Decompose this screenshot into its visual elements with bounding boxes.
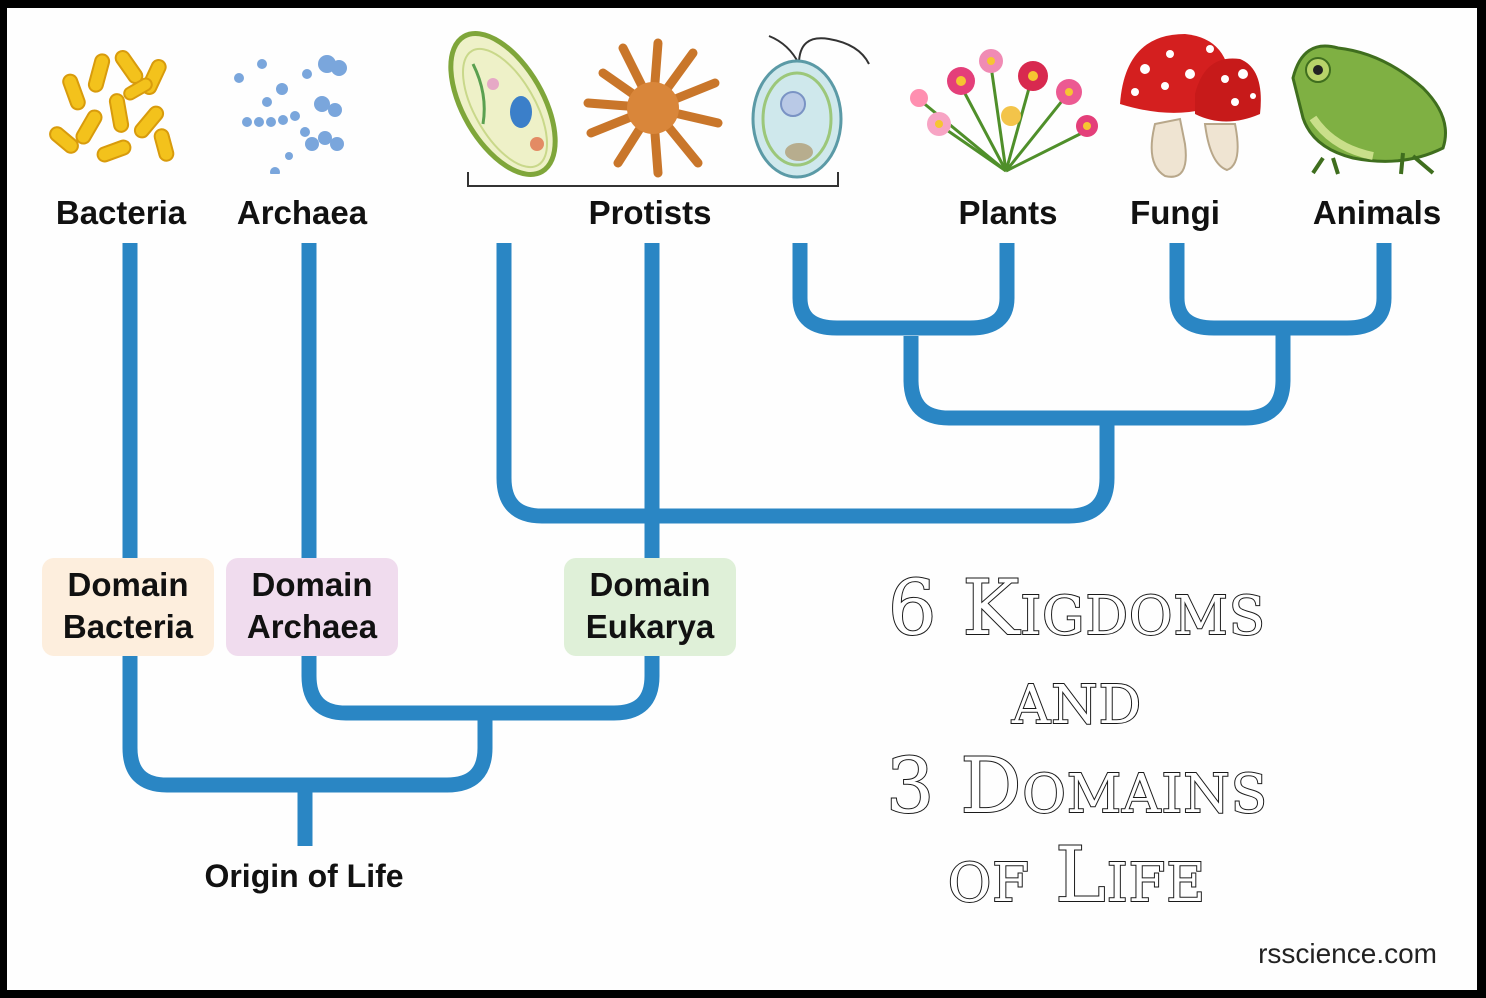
frog-icon bbox=[1283, 28, 1463, 178]
title-line4: of Life bbox=[797, 830, 1357, 919]
diagram-panel: Bacteria Archaea Protists Plants Fungi A… bbox=[7, 8, 1477, 990]
title-line1: 6 Kigdoms bbox=[797, 563, 1357, 652]
label-protists: Protists bbox=[589, 194, 712, 232]
mushroom-icon bbox=[1115, 24, 1265, 184]
label-archaea: Archaea bbox=[237, 194, 367, 232]
paramecium-icon bbox=[433, 24, 573, 184]
domain-eukarya-box: Domain Eukarya bbox=[564, 558, 736, 656]
source-credit: rsscience.com bbox=[1258, 938, 1437, 970]
domain-eukarya-line2: Eukarya bbox=[564, 606, 736, 648]
domain-eukarya-line1: Domain bbox=[564, 564, 736, 606]
domain-bacteria-line1: Domain bbox=[42, 564, 214, 606]
slime-mold-icon bbox=[583, 38, 723, 178]
domain-archaea-line2: Archaea bbox=[226, 606, 398, 648]
label-bacteria: Bacteria bbox=[56, 194, 186, 232]
flowers-icon bbox=[901, 26, 1111, 176]
bacteria-cluster-icon bbox=[47, 34, 187, 174]
title-line3: 3 Domains bbox=[797, 741, 1357, 830]
title-line2: and bbox=[797, 652, 1357, 741]
euglena-cell-icon bbox=[729, 24, 879, 184]
domain-archaea-box: Domain Archaea bbox=[226, 558, 398, 656]
domain-archaea-line1: Domain bbox=[226, 564, 398, 606]
branch-fungi-animals bbox=[1177, 243, 1384, 328]
domain-bacteria-box: Domain Bacteria bbox=[42, 558, 214, 656]
label-fungi: Fungi bbox=[1130, 194, 1220, 232]
diagram-title: 6 Kigdoms and 3 Domains of Life bbox=[797, 563, 1357, 919]
origin-of-life-label: Origin of Life bbox=[204, 858, 403, 895]
branch-protist-plants bbox=[800, 243, 1007, 328]
label-plants: Plants bbox=[958, 194, 1057, 232]
domain-bacteria-line2: Bacteria bbox=[42, 606, 214, 648]
label-animals: Animals bbox=[1313, 194, 1441, 232]
archaea-cluster-icon bbox=[227, 44, 357, 174]
branch-plants-fungi-animals bbox=[911, 328, 1283, 418]
